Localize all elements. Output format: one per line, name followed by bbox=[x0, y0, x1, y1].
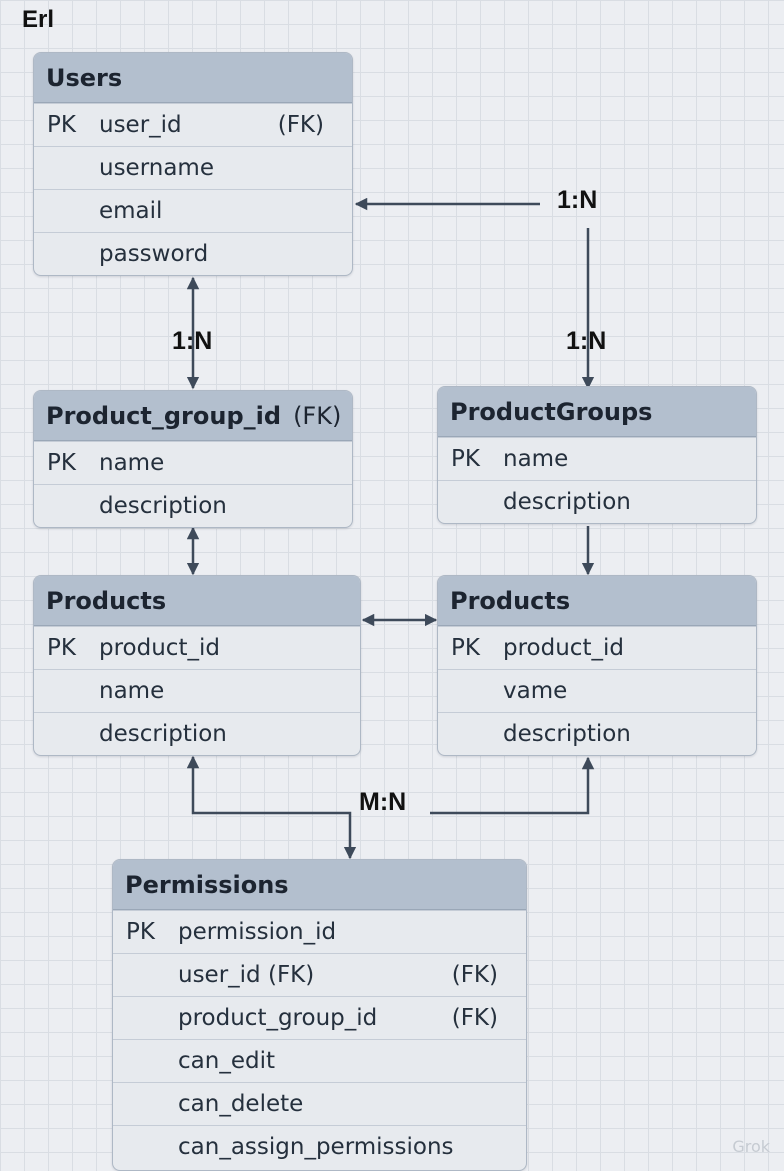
pk-marker: PK bbox=[47, 112, 76, 138]
field-name: email bbox=[99, 198, 163, 224]
fk-marker: (FK) bbox=[451, 1005, 498, 1031]
field-name: permission_id bbox=[178, 919, 337, 945]
field-name: can_edit bbox=[178, 1048, 275, 1074]
pk-marker: PK bbox=[47, 450, 76, 476]
connector-products-right-permissions bbox=[430, 756, 595, 815]
entity-row: username bbox=[34, 146, 352, 189]
entity-header-fk-note: (FK) bbox=[293, 401, 342, 430]
fk-marker: (FK) bbox=[277, 112, 324, 138]
entity-row: description bbox=[438, 712, 756, 755]
entity-users[interactable]: Users PK user_id (FK) username email passw… bbox=[33, 52, 353, 276]
entity-row: PK permission_id bbox=[113, 910, 526, 953]
entity-row: can_delete bbox=[113, 1082, 526, 1125]
entity-row: PK product_id bbox=[438, 626, 756, 669]
field-name: username bbox=[99, 155, 214, 181]
entity-row: product_group_id (FK) bbox=[113, 996, 526, 1039]
field-name: name bbox=[503, 446, 569, 472]
entity-header: Users bbox=[34, 53, 352, 103]
watermark: Grok bbox=[732, 1137, 770, 1156]
field-name: user_id (FK) bbox=[178, 962, 315, 988]
entity-row: email bbox=[34, 189, 352, 232]
entity-row: name bbox=[34, 669, 360, 712]
field-name: product_group_id bbox=[178, 1005, 378, 1031]
entity-permissions[interactable]: Permissions PK permission_id user_id (FK)… bbox=[112, 859, 527, 1171]
entity-row: password bbox=[34, 232, 352, 275]
relationship-label-many-to-many: M:N bbox=[359, 788, 407, 816]
entity-row: description bbox=[34, 712, 360, 755]
pk-marker: PK bbox=[47, 635, 76, 661]
relationship-label-left: 1:N bbox=[172, 327, 213, 355]
diagram-title: Erl bbox=[22, 6, 55, 33]
field-name: product_id bbox=[503, 635, 624, 661]
field-name: description bbox=[503, 721, 631, 747]
entity-row: PK user_id (FK) bbox=[34, 103, 352, 146]
pk-marker: PK bbox=[451, 635, 480, 661]
entity-header: Products bbox=[34, 576, 360, 626]
entity-productgroups[interactable]: ProductGroups PK name description bbox=[437, 386, 757, 524]
entity-row: can_edit bbox=[113, 1039, 526, 1082]
entity-products-left[interactable]: Products PK product_id name description bbox=[33, 575, 361, 756]
entity-row: description bbox=[438, 480, 756, 523]
field-name: name bbox=[99, 678, 165, 704]
field-name: user_id bbox=[99, 112, 182, 138]
entity-header-title: Product_group_id bbox=[46, 401, 282, 430]
entity-row: PK product_id bbox=[34, 626, 360, 669]
entity-row: can_assign_permissions bbox=[113, 1125, 526, 1168]
field-name: password bbox=[99, 241, 209, 267]
fk-marker: (FK) bbox=[451, 962, 498, 988]
entity-row: description bbox=[34, 484, 352, 527]
entity-row: PK name bbox=[34, 441, 352, 484]
field-name: product_id bbox=[99, 635, 220, 661]
pk-marker: PK bbox=[126, 919, 155, 945]
field-name: can_delete bbox=[178, 1091, 304, 1117]
field-name: vame bbox=[503, 678, 568, 704]
connector-products-left-permissions bbox=[186, 755, 357, 860]
entity-products-right[interactable]: Products PK product_id vame description bbox=[437, 575, 757, 756]
pk-marker: PK bbox=[451, 446, 480, 472]
relationship-label-right: 1:N bbox=[566, 327, 607, 355]
field-name: description bbox=[503, 489, 631, 515]
field-name: can_assign_permissions bbox=[178, 1134, 454, 1160]
entity-header: Products bbox=[438, 576, 756, 626]
field-name: description bbox=[99, 493, 227, 519]
relationship-label-top-right: 1:N bbox=[557, 186, 598, 214]
entity-product-group-id[interactable]: Product_group_id (FK) PK name description bbox=[33, 390, 353, 528]
entity-row: vame bbox=[438, 669, 756, 712]
entity-row: user_id (FK) (FK) bbox=[113, 953, 526, 996]
field-name: name bbox=[99, 450, 165, 476]
entity-header: ProductGroups bbox=[438, 387, 756, 437]
entity-row: PK name bbox=[438, 437, 756, 480]
entity-header: Permissions bbox=[113, 860, 526, 910]
field-name: description bbox=[99, 721, 227, 747]
entity-header: Product_group_id (FK) bbox=[34, 391, 352, 441]
